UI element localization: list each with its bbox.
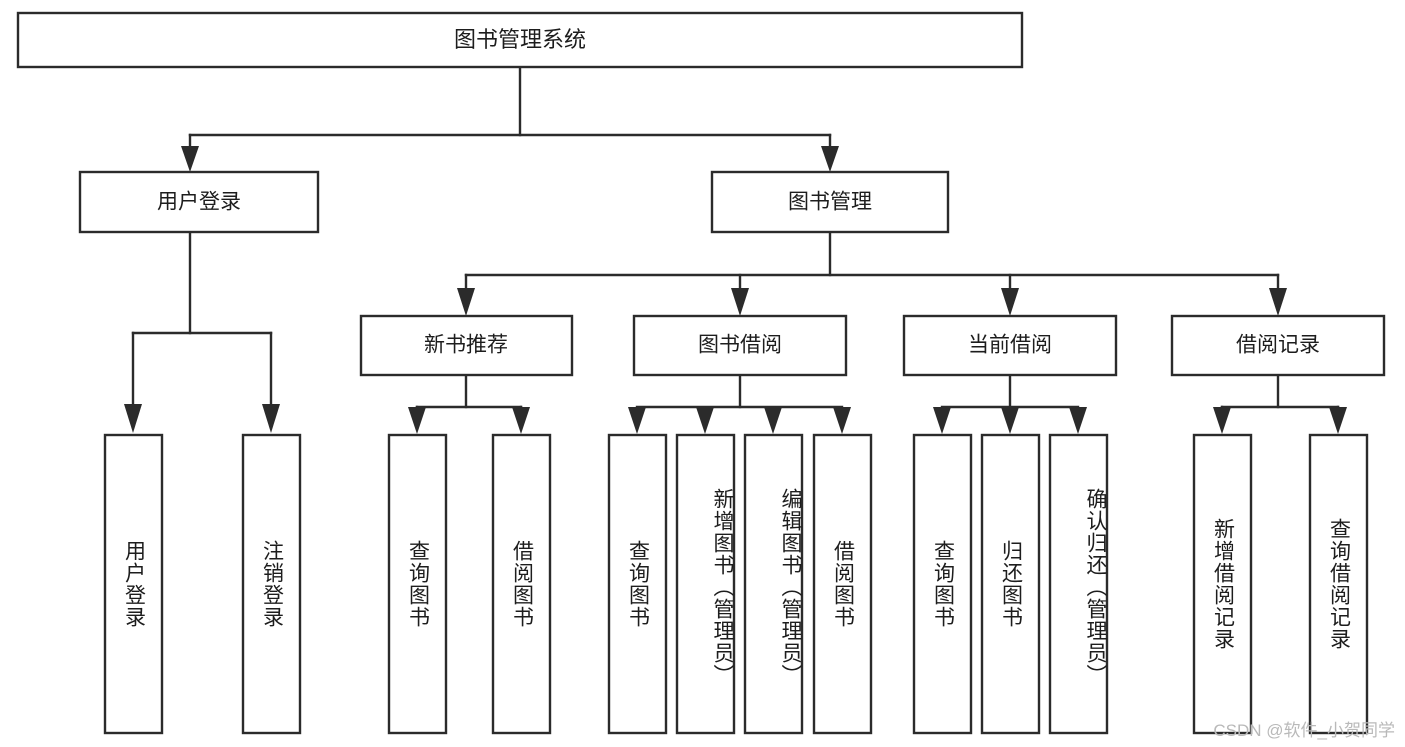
leaf-box-logout[interactable] xyxy=(241,433,302,735)
node-borrow-record-box[interactable] xyxy=(1170,314,1386,377)
arrowhead-leaf-br-2 xyxy=(1329,407,1347,434)
leaf-box-br-query-record[interactable] xyxy=(1308,433,1369,735)
node-current-borrow-box[interactable] xyxy=(902,314,1118,377)
node-book-borrow-box[interactable] xyxy=(632,314,848,377)
node-current-borrow-label: 当前借阅 xyxy=(968,334,1052,357)
node-user-login-box[interactable] xyxy=(78,170,320,234)
leaf-box-cb-return-book[interactable] xyxy=(980,433,1041,735)
arrowhead-leaf-bb-4 xyxy=(833,407,851,434)
node-book-borrow[interactable]: 图书借阅 xyxy=(632,314,848,377)
arrowhead-leaf-cb-1 xyxy=(933,407,951,434)
arrowhead-leaf-bb-3 xyxy=(764,407,782,434)
arrowhead-new-book xyxy=(457,288,475,316)
arrowhead-leaf-bb-1 xyxy=(628,407,646,434)
leaf-box-bb-add-book[interactable] xyxy=(675,433,736,735)
leaf-box-bb-borrow-book[interactable] xyxy=(812,433,873,735)
node-new-book-recommend-label: 新书推荐 xyxy=(424,334,508,357)
leaf-boxes xyxy=(103,433,1369,735)
leaf-box-nb-query-book[interactable] xyxy=(387,433,448,735)
leaf-box-cb-query-book[interactable] xyxy=(912,433,973,735)
node-book-borrow-label: 图书借阅 xyxy=(698,334,782,357)
node-user-login-label: 用户登录 xyxy=(157,191,241,214)
connector-group-user-login xyxy=(124,230,280,433)
arrowhead-leaf-nb-1 xyxy=(408,407,426,434)
leaf-box-bb-query-book[interactable] xyxy=(607,433,668,735)
arrowhead-leaf-user-login xyxy=(124,404,142,433)
node-root-box[interactable] xyxy=(16,11,1024,69)
connector-group-new-book xyxy=(408,373,530,434)
leaf-box-nb-borrow-book[interactable] xyxy=(491,433,552,735)
node-current-borrow[interactable]: 当前借阅 xyxy=(902,314,1118,377)
arrowhead-book-manage xyxy=(821,146,839,172)
node-new-book-recommend-box[interactable] xyxy=(359,314,574,377)
node-book-manage[interactable]: 图书管理 xyxy=(710,170,950,234)
connector-group-current-borrow xyxy=(933,373,1087,434)
node-user-login[interactable]: 用户登录 xyxy=(78,170,320,234)
node-root[interactable]: 图书管理系统 xyxy=(16,11,1024,69)
node-borrow-record-label: 借阅记录 xyxy=(1236,334,1320,357)
arrowhead-borrow-record xyxy=(1269,288,1287,316)
node-book-manage-label: 图书管理 xyxy=(788,191,872,214)
watermark-text: CSDN @软件_小贺同学 xyxy=(1213,721,1395,740)
arrowhead-current-borrow xyxy=(1001,288,1019,316)
arrowhead-leaf-nb-2 xyxy=(512,407,530,434)
node-book-manage-box[interactable] xyxy=(710,170,950,234)
connector-group-book-manage xyxy=(457,230,1287,316)
connector-group-root xyxy=(181,65,839,172)
leaf-box-cb-confirm-return[interactable] xyxy=(1048,433,1109,735)
leaf-box-br-add-record[interactable] xyxy=(1192,433,1253,735)
node-new-book-recommend[interactable]: 新书推荐 xyxy=(359,314,574,377)
arrowhead-leaf-cb-3 xyxy=(1069,407,1087,434)
arrowhead-book-borrow xyxy=(731,288,749,316)
arrowhead-user-login xyxy=(181,146,199,172)
connector-group-book-borrow xyxy=(628,373,851,434)
arrowhead-leaf-logout xyxy=(262,404,280,433)
arrowhead-leaf-bb-2 xyxy=(696,407,714,434)
leaf-box-user-login[interactable] xyxy=(103,433,164,735)
leaf-box-bb-edit-book[interactable] xyxy=(743,433,804,735)
arrowhead-leaf-br-1 xyxy=(1213,407,1231,434)
arrowhead-leaf-cb-2 xyxy=(1001,407,1019,434)
connector-group-borrow-record xyxy=(1213,373,1347,434)
node-root-label: 图书管理系统 xyxy=(454,27,586,52)
node-borrow-record[interactable]: 借阅记录 xyxy=(1170,314,1386,377)
